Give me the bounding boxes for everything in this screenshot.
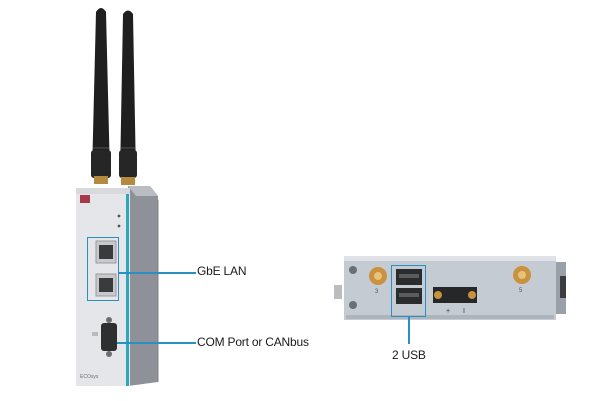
rear-panel-device [334,256,566,320]
usb-ports-highlight [391,265,426,317]
usb-callout-line [408,317,410,344]
device-side-panel [128,186,159,386]
power-minus-label: I [463,308,465,315]
panel-model-text: ECOsys [80,374,99,380]
antenna-label-5: 5 [519,288,523,294]
com-port-callout-line [117,342,196,344]
com-port-label: COM Port or CANbus [197,335,309,349]
lan-ports-highlight [87,237,119,301]
device-front-panel [76,188,130,386]
power-plus-label: + [446,308,451,315]
usb-label: 2 USB [392,348,426,362]
gbe-lan-label: GbE LAN [197,264,247,278]
antenna-left [91,8,111,184]
antenna-right [119,10,137,185]
gbe-lan-callout-line [119,272,196,274]
antenna-label-3: 3 [375,289,379,295]
